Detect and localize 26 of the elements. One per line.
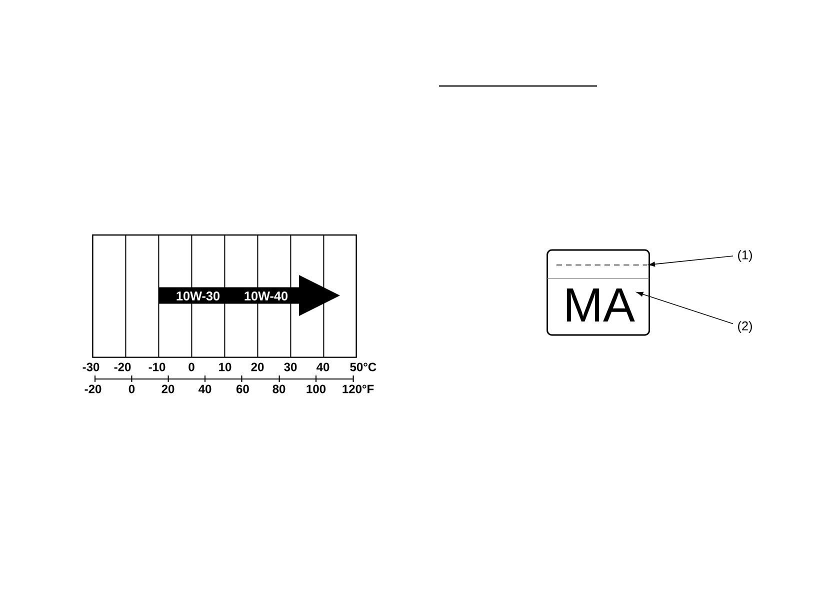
tick-label: 30 — [284, 362, 297, 372]
tick-label: -20 — [84, 384, 102, 394]
callout-number: (1) — [738, 250, 752, 262]
tick-label: 20 — [251, 362, 264, 372]
callout-number: (2) — [738, 321, 752, 333]
tick-label: -20 — [114, 362, 131, 372]
tick-label: 0 — [128, 384, 135, 394]
marking-text: MA — [566, 288, 635, 322]
tick-label: 20 — [162, 384, 174, 394]
tick-label: 0 — [188, 362, 194, 372]
tick-label: -10 — [148, 362, 166, 372]
tick-label: 80 — [272, 384, 286, 394]
tick-label: 60 — [236, 384, 249, 394]
grade-label: 10W-30 — [176, 292, 220, 300]
tick-label: -30 — [82, 362, 100, 372]
tick-label: 100 — [306, 384, 326, 394]
leader-line — [636, 292, 734, 324]
tick-label: 120°F — [342, 384, 374, 394]
tick-label: 10 — [219, 362, 232, 372]
leader-line — [648, 256, 734, 267]
tick-label: 40 — [198, 384, 212, 394]
tick-label: 40 — [316, 362, 330, 372]
label-box — [546, 249, 650, 336]
tick-label: 50°C — [350, 362, 376, 372]
grade-label: 10W-40 — [244, 292, 288, 300]
dashed-line — [556, 264, 648, 266]
